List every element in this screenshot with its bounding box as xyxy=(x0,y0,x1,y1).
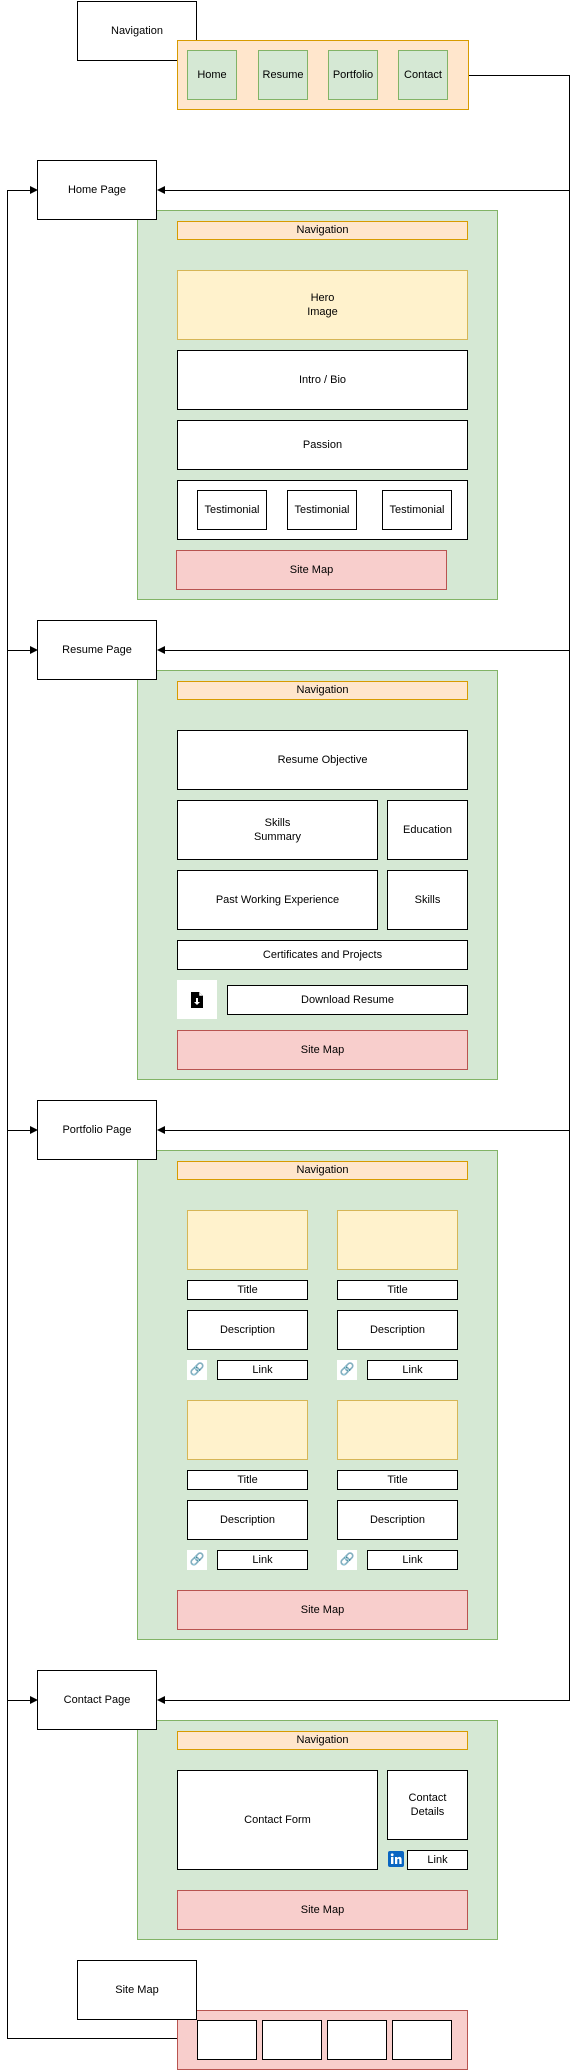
sitemap-slot-3 xyxy=(327,2020,387,2060)
nav-button-contact: Contact xyxy=(398,50,448,100)
link-icon: 🔗 xyxy=(337,1360,357,1380)
resume-navigation: Navigation xyxy=(177,681,468,700)
resume-sitemap: Site Map xyxy=(177,1030,468,1070)
nav-button-resume: Resume xyxy=(258,50,308,100)
contact-details: Contact Details xyxy=(387,1770,468,1840)
portfolio-item-2-image xyxy=(337,1210,458,1270)
portfolio-item-4-link: Link xyxy=(367,1550,458,1570)
connector-right-contact xyxy=(165,1700,570,1701)
portfolio-item-2-description: Description xyxy=(337,1310,458,1350)
portfolio-item-1-title: Title xyxy=(187,1280,308,1300)
link-icon: 🔗 xyxy=(187,1360,207,1380)
arrow-into-portfolio-right xyxy=(157,1126,165,1134)
connector-right-trunk xyxy=(569,75,570,1700)
resume-certificates-projects: Certificates and Projects xyxy=(177,940,468,970)
home-intro-bio: Intro / Bio xyxy=(177,350,468,410)
resume-download-button: Download Resume xyxy=(227,985,468,1015)
link-icon: 🔗 xyxy=(337,1550,357,1570)
resume-objective: Resume Objective xyxy=(177,730,468,790)
home-hero-image: Hero Image xyxy=(177,270,468,340)
connector-left-portfolio xyxy=(7,1130,32,1131)
contact-navigation: Navigation xyxy=(177,1731,468,1750)
arrow-into-portfolio-left xyxy=(30,1126,38,1134)
resume-skills: Skills xyxy=(387,870,468,930)
resume-skills-summary: Skills Summary xyxy=(177,800,378,860)
contact-link: Link xyxy=(407,1850,468,1870)
portfolio-item-3-title: Title xyxy=(187,1470,308,1490)
connector-left-resume xyxy=(7,650,32,651)
portfolio-item-3-link: Link xyxy=(217,1550,308,1570)
connector-right-portfolio xyxy=(165,1130,570,1131)
home-testimonial-3: Testimonial xyxy=(382,490,452,530)
sitemap-slot-2 xyxy=(262,2020,322,2060)
home-testimonial-1: Testimonial xyxy=(197,490,267,530)
connector-right-resume xyxy=(165,650,570,651)
portfolio-item-2-title: Title xyxy=(337,1280,458,1300)
portfolio-item-4-description: Description xyxy=(337,1500,458,1540)
sitemap-legend-title: Site Map xyxy=(77,1960,197,2020)
connector-nav-right xyxy=(469,75,570,76)
portfolio-item-2-link: Link xyxy=(367,1360,458,1380)
sitemap-slot-1 xyxy=(197,2020,257,2060)
sitemap-slot-4 xyxy=(392,2020,452,2060)
contact-page-title: Contact Page xyxy=(37,1670,157,1730)
portfolio-item-1-link: Link xyxy=(217,1360,308,1380)
connector-left-home xyxy=(7,190,32,191)
connector-right-home xyxy=(165,190,570,191)
arrow-into-resume-right xyxy=(157,646,165,654)
resume-past-experience: Past Working Experience xyxy=(177,870,378,930)
file-download-icon xyxy=(177,980,217,1019)
portfolio-item-1-description: Description xyxy=(187,1310,308,1350)
portfolio-sitemap: Site Map xyxy=(177,1590,468,1630)
link-icon: 🔗 xyxy=(187,1550,207,1570)
arrow-into-contact-right xyxy=(157,1696,165,1704)
contact-sitemap: Site Map xyxy=(177,1890,468,1930)
connector-left-trunk xyxy=(7,190,8,2038)
portfolio-item-4-title: Title xyxy=(337,1470,458,1490)
portfolio-item-4-image xyxy=(337,1400,458,1460)
portfolio-item-3-description: Description xyxy=(187,1500,308,1540)
arrow-into-contact-left xyxy=(30,1696,38,1704)
arrow-into-resume-left xyxy=(30,646,38,654)
resume-education: Education xyxy=(387,800,468,860)
linkedin-icon xyxy=(387,1849,405,1869)
nav-button-home: Home xyxy=(187,50,237,100)
home-navigation: Navigation xyxy=(177,221,468,240)
navigation-legend-title: Navigation xyxy=(77,1,197,61)
home-testimonial-2: Testimonial xyxy=(287,490,357,530)
resume-page-title: Resume Page xyxy=(37,620,157,680)
arrow-into-home-left xyxy=(30,186,38,194)
connector-left-contact xyxy=(7,1700,32,1701)
nav-button-portfolio: Portfolio xyxy=(328,50,378,100)
contact-form: Contact Form xyxy=(177,1770,378,1870)
portfolio-item-3-image xyxy=(187,1400,308,1460)
connector-left-to-sitemap xyxy=(7,2038,178,2039)
portfolio-item-1-image xyxy=(187,1210,308,1270)
portfolio-navigation: Navigation xyxy=(177,1161,468,1180)
home-sitemap: Site Map xyxy=(176,550,447,590)
home-page-title: Home Page xyxy=(37,160,157,220)
home-passion: Passion xyxy=(177,420,468,470)
portfolio-page-title: Portfolio Page xyxy=(37,1100,157,1160)
arrow-into-home-right xyxy=(157,186,165,194)
